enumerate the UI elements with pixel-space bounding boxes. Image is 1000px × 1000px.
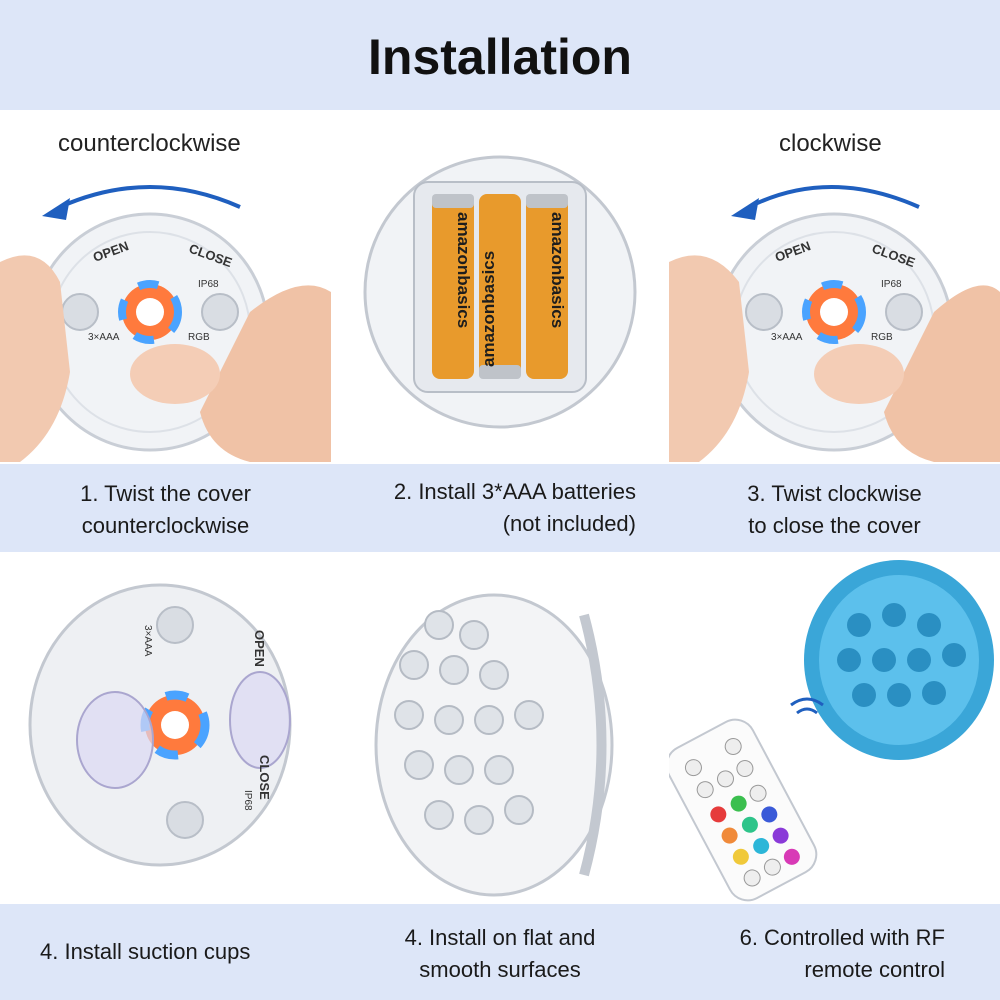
twist-open-illustration: OPEN CLOSE IP68 3×AAA RGB (0, 185, 331, 462)
led-array (394, 610, 544, 835)
svg-text:amazonbasics: amazonbasics (548, 212, 567, 328)
led-array-blue (837, 603, 966, 707)
svg-text:amazonbasics: amazonbasics (454, 212, 473, 328)
caption-step-5: 4. Install on flat and smooth surfaces (404, 925, 596, 982)
remote-control-illustration (669, 560, 994, 902)
left-hand (0, 255, 70, 462)
svg-text:amazonbasics: amazonbasics (479, 251, 498, 367)
rotate-cw-arrow-icon (748, 185, 920, 209)
thumb (814, 344, 904, 404)
svg-text:3×AAA: 3×AAA (771, 332, 803, 343)
direction-label-clockwise: clockwise (779, 130, 882, 157)
battery-3: amazonbasics (526, 194, 568, 379)
panel-step-1: counterclockwise OPEN CLOSE IP68 3×AAA R… (0, 112, 331, 462)
direction-label-counterclockwise: counterclockwise (58, 130, 241, 157)
caption-step-3: 3. Twist clockwise to close the cover (747, 481, 922, 538)
svg-text:OPEN: OPEN (252, 630, 267, 667)
caption-band-top (0, 464, 1000, 552)
battery-2: amazonbasics (479, 194, 521, 379)
svg-text:CLOSE: CLOSE (257, 755, 272, 800)
rotate-ccw-arrow-icon (59, 185, 241, 209)
panel-step-2: amazonbasics amazonbasics amazonbasics (334, 112, 666, 462)
right-hand (884, 285, 1000, 462)
battery-install-illustration: amazonbasics amazonbasics amazonbasics (363, 155, 637, 429)
panel-step-6 (669, 555, 1000, 902)
caption-step-2: 2. Install 3*AAA batteries (not included… (393, 479, 636, 536)
battery-1: amazonbasics (432, 194, 474, 379)
panel-step-4: OPEN CLOSE 3×AAA IP68 (0, 555, 331, 902)
print-rating: IP68 (198, 279, 219, 290)
twist-close-illustration: OPEN CLOSE IP68 3×AAA RGB (669, 185, 1000, 462)
svg-text:3×AAA: 3×AAA (142, 625, 153, 657)
page-title: Installation (368, 29, 632, 85)
svg-text:RGB: RGB (871, 332, 893, 343)
left-hand (669, 255, 749, 462)
suction-cup-right (229, 671, 291, 769)
print-rgb: RGB (188, 332, 210, 343)
svg-text:IP68: IP68 (881, 279, 902, 290)
caption-step-1: 1. Twist the cover counterclockwise (80, 481, 251, 538)
print-battery: 3×AAA (88, 332, 120, 343)
caption-step-6: 6. Controlled with RF remote control (739, 925, 945, 982)
panel-step-3: clockwise OPEN CLOSE IP68 3×AAA RGB (669, 112, 1000, 462)
caption-step-4: 4. Install suction cups (40, 939, 251, 964)
rf-remote (669, 718, 818, 902)
wireless-signal-icon (790, 697, 824, 715)
suction-cups-illustration: OPEN CLOSE 3×AAA IP68 (28, 583, 292, 867)
header-band: Installation (0, 0, 1000, 110)
suction-cup-left (76, 691, 154, 789)
right-hand (200, 285, 331, 462)
svg-text:IP68: IP68 (242, 790, 253, 811)
thumb (130, 344, 220, 404)
light-puck-front (374, 593, 614, 897)
caption-band-bottom (0, 904, 1000, 1000)
flat-surface-illustration (374, 593, 614, 897)
panel-step-5 (334, 555, 666, 902)
